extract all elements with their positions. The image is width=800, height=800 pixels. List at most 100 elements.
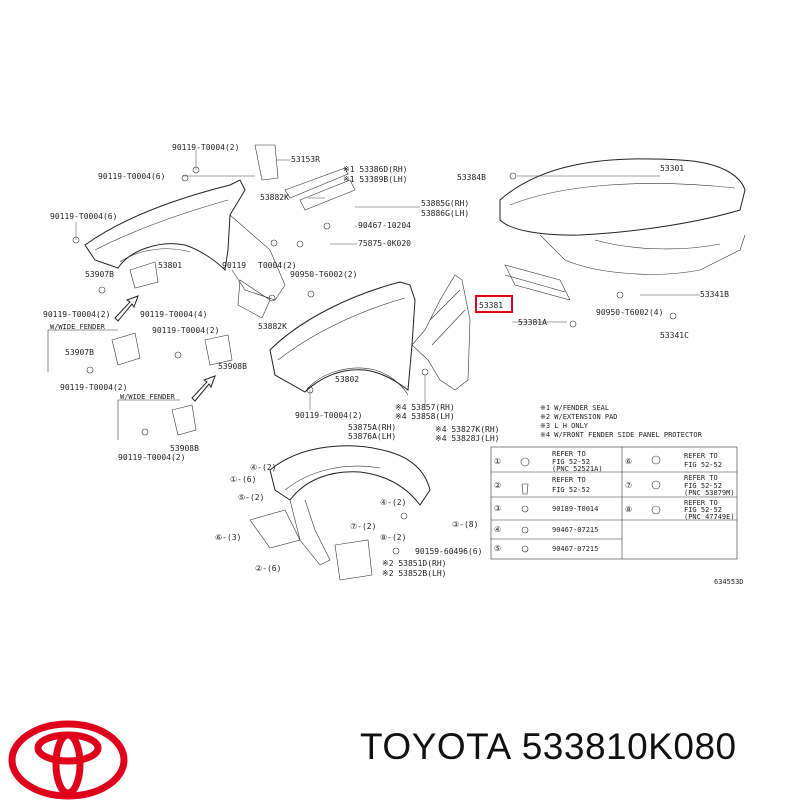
callout-75875-0k020: 75875-0K020 (358, 239, 411, 248)
toyota-logo-icon (8, 720, 128, 800)
callout-53301: 53301 (660, 164, 684, 173)
callout-t0004-2: T0004(2) (258, 261, 297, 270)
liner-ref: ①-(6) (230, 475, 256, 484)
table-fastener-icons (520, 455, 661, 553)
callout-53384b: 53384B (457, 173, 486, 182)
table-cell: FIG 52-52 (552, 458, 590, 466)
liner-ref: ⑧-(2) (380, 533, 406, 542)
note-3: ※3 L H ONLY (540, 422, 589, 430)
fasteners (72, 166, 677, 555)
table-num: ⑤ (494, 544, 501, 553)
callout-53907b: 53907B (85, 270, 114, 279)
callouts: 90119-T0004(2) 90119-T0004(6) 90119-T000… (43, 143, 744, 586)
callout-53852b: ※2 53852B(LH) (382, 569, 447, 578)
callout-90119-t0004-2f: 90119-T0004(2) (118, 453, 185, 462)
table-cell: 90467-07215 (552, 526, 598, 534)
callout-53857: ※4 53857(RH) (395, 403, 455, 412)
note-4: ※4 W/FRONT FENDER SIDE PANEL PROTECTOR (540, 431, 703, 439)
highlight-box-53381 (475, 295, 513, 313)
callout-90119: 90119 (222, 261, 246, 270)
liner-refs: ①-(6) ④-(2) ⑥-(3) ⑤-(2) ②-(6) ⑦-(2) ⑧-(2… (215, 463, 478, 573)
callout-53828j: ※4 53828J(LH) (435, 434, 500, 443)
table-cell: (PNC 47749E) (684, 513, 735, 521)
note-1: ※1 W/FENDER SEAL (540, 404, 609, 412)
callout-53885g: 53885G(RH) (421, 199, 469, 208)
callout-wide-fender-1: W/WIDE FENDER (50, 323, 106, 331)
callout-53386d: ※1 53386D(RH) (343, 165, 408, 174)
callout-53801: 53801 (158, 261, 182, 270)
main-fender (269, 274, 471, 396)
callout-90950-t6002-2: 90950-T6002(2) (290, 270, 357, 279)
callout-53827k: ※4 53827K(RH) (435, 425, 500, 434)
liner-ref: ④-(2) (250, 463, 276, 472)
table-cell: FIG 52-52 (552, 486, 590, 494)
table-num: ④ (494, 525, 501, 534)
liner-ref: ④-(2) (380, 498, 406, 507)
callout-53341c: 53341C (660, 331, 689, 340)
table-left: ① REFER TO FIG 52-52 (PNC 52521A) ② REFE… (494, 450, 603, 553)
part-number: 533810K080 (521, 726, 737, 767)
callout-53389b: ※1 53389B(LH) (343, 175, 408, 184)
table-right: ⑥ REFER TO FIG 52-52 ⑦ REFER TO FIG 52-5… (625, 452, 735, 521)
table-cell: REFER TO (552, 450, 586, 458)
callout-53908b-b: 53908B (170, 444, 199, 453)
direction-arrows (114, 295, 216, 402)
callout-53907b-b: 53907B (65, 348, 94, 357)
wide-fender-parts (47, 329, 233, 440)
callout-53851d: ※2 53851D(RH) (382, 559, 447, 568)
table-num: ② (494, 481, 501, 490)
callout-53858: ※4 53858(LH) (395, 412, 455, 421)
brand-name: TOYOTA (360, 726, 512, 767)
front-fender-upper (84, 144, 356, 319)
table-num: ⑦ (625, 481, 632, 490)
callout-53875a: 53875A(RH) (348, 423, 396, 432)
callout-53341b: 53341B (700, 290, 729, 299)
liner-ref: ⑤-(2) (238, 493, 264, 502)
callout-90950-t6002-4: 90950-T6002(4) (596, 308, 663, 317)
table-cell: REFER TO (684, 474, 718, 482)
callout-634553d: 634553D (714, 578, 744, 586)
callout-wide-fender-2: W/WIDE FENDER (120, 393, 176, 401)
callout-90119-t0004-2c: 90119-T0004(2) (43, 310, 110, 319)
fender-liner (249, 445, 431, 581)
callout-53876a: 53876A(LH) (348, 432, 396, 441)
leader-lines (75, 150, 700, 410)
liner-ref: ③-(8) (452, 520, 478, 529)
table-cell: REFER TO (552, 476, 586, 484)
table-num: ① (494, 457, 501, 466)
callout-53381: 53381 (479, 301, 503, 310)
table-cell: 90189-T0014 (552, 505, 598, 513)
table-num: ⑧ (625, 505, 632, 514)
callout-90467-10204: 90467-10204 (358, 221, 411, 230)
callout-53886g: 53886G(LH) (421, 209, 469, 218)
parts-table (490, 446, 738, 560)
table-cell: FIG 52-52 (684, 461, 722, 469)
table-cell: 90467-07215 (552, 545, 598, 553)
callout-90119-t0004-2d: 90119-T0004(2) (152, 326, 219, 335)
liner-ref: ⑥-(3) (215, 533, 241, 542)
table-cell: FIG 52-52 (684, 506, 722, 514)
note-2: ※2 W/EXTENSION PAD (540, 413, 618, 421)
table-num: ⑥ (625, 457, 632, 466)
callout-90119-t0004-2: 90119-T0004(2) (172, 143, 239, 152)
table-cell: REFER TO (684, 452, 718, 460)
liner-ref: ⑦-(2) (350, 522, 376, 531)
callout-90159-60496: 90159-60496(6) (415, 547, 482, 556)
callout-90119-t0004-6b: 90119-T0004(6) (50, 212, 117, 221)
table-cell: (PNC 52521A) (552, 465, 603, 473)
callout-53882k: 53882K (260, 193, 289, 202)
table-num: ③ (494, 504, 501, 513)
table-cell: FIG 52-52 (684, 482, 722, 490)
callout-53802: 53802 (335, 375, 359, 384)
callout-90119-t0004-6: 90119-T0004(6) (98, 172, 165, 181)
liner-ref: ②-(6) (255, 564, 281, 573)
callout-90119-t0004-4: 90119-T0004(4) (140, 310, 207, 319)
notes: ※1 W/FENDER SEAL ※2 W/EXTENSION PAD ※3 L… (540, 404, 703, 439)
table-cell: (PNC 53879M) (684, 489, 735, 497)
hood (499, 158, 746, 301)
callout-90119-t0004-2g: 90119-T0004(2) (295, 411, 362, 420)
callout-90119-t0004-2e: 90119-T0004(2) (60, 383, 127, 392)
